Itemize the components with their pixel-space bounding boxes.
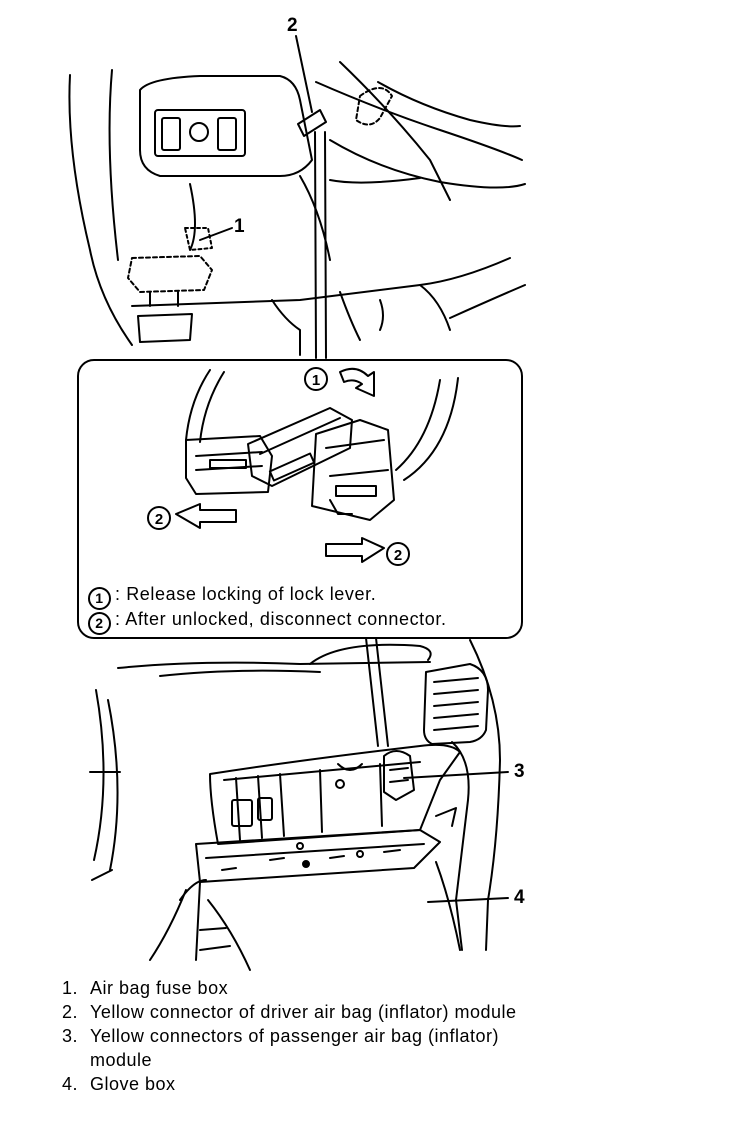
- leader-line-1: [199, 227, 233, 241]
- connector-illustration: [175, 367, 459, 563]
- legend-item-2-text: Yellow connector of driver air bag (infl…: [90, 1002, 517, 1022]
- leader-line-2: [295, 35, 313, 113]
- legend-item-1: 1. Air bag fuse box: [62, 978, 229, 998]
- legend-item-2: 2. Yellow connector of driver air bag (i…: [62, 1002, 517, 1022]
- caption-2-badge: 2: [88, 612, 111, 635]
- step-1-badge: 1: [304, 367, 328, 391]
- lock-release-arrow: [339, 367, 375, 397]
- disconnect-arrow-left: [175, 503, 237, 529]
- svg-text:1: 1: [312, 372, 320, 389]
- svg-text:2: 2: [155, 511, 163, 528]
- leader-line-4: [427, 897, 509, 903]
- legend-item-4: 4. Glove box: [62, 1074, 176, 1094]
- svg-text:2: 2: [394, 547, 402, 564]
- legend: 1. Air bag fuse box 2. Yellow connector …: [62, 976, 542, 1096]
- callout-4: 4: [514, 887, 525, 908]
- legend-item-3: 3. Yellow connectors of passenger air ba…: [62, 1026, 500, 1070]
- legend-item-1-text: Air bag fuse box: [90, 978, 229, 998]
- step-2-badge-left: 2: [147, 506, 171, 530]
- caption-1-badge: 1: [88, 587, 111, 610]
- inset-caption-1: 1: Release locking of lock lever.: [88, 585, 376, 610]
- step-2-badge-right: 2: [386, 542, 410, 566]
- caption-1-text: : Release locking of lock lever.: [115, 584, 377, 604]
- leader-line-3: [403, 771, 509, 779]
- callout-3: 3: [514, 761, 525, 782]
- disconnect-arrow-right: [325, 537, 385, 563]
- caption-2-text: : After unlocked, disconnect connector.: [115, 609, 447, 629]
- callout-1: 1: [234, 216, 245, 237]
- dashboard-driver-side: [68, 61, 526, 359]
- inset-caption-2: 2: After unlocked, disconnect connector.: [88, 610, 447, 635]
- callout-2: 2: [287, 15, 298, 36]
- legend-item-3-text: Yellow connectors of passenger air bag (…: [90, 1026, 500, 1070]
- legend-item-4-text: Glove box: [90, 1074, 176, 1094]
- inset-frame: [77, 359, 523, 639]
- dashboard-passenger-side: [89, 637, 501, 971]
